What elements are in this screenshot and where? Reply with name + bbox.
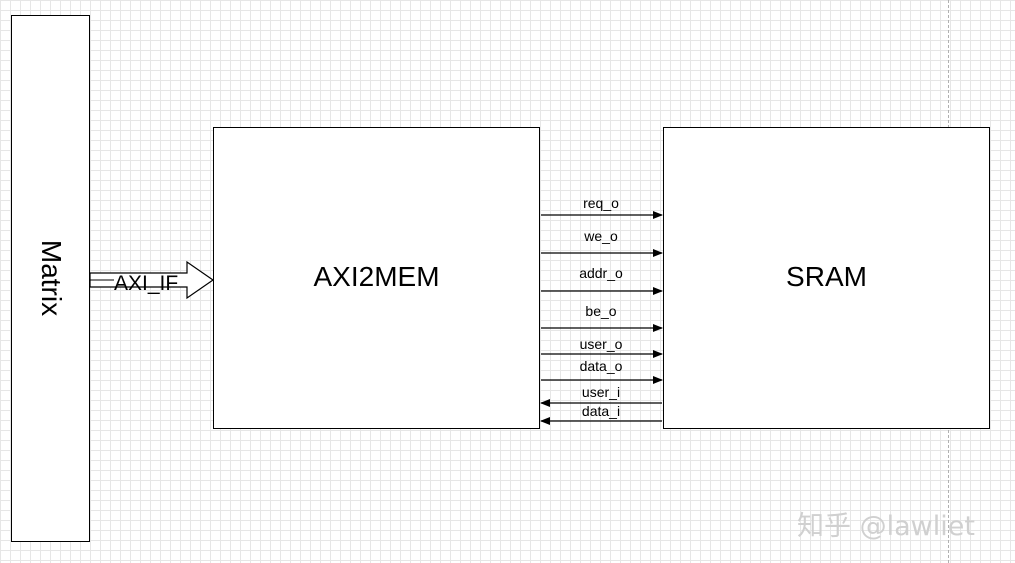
sram-label: SRAM	[786, 261, 867, 292]
signal-label-user-o: user_o	[579, 336, 623, 352]
sram-block[interactable]: SRAM	[663, 127, 990, 429]
axi-if-bus-arrow	[89, 260, 215, 300]
axi2mem-block[interactable]: AXI2MEM	[213, 127, 540, 429]
signal-label-user-i: user_i	[581, 384, 621, 400]
signal-label-be-o: be_o	[585, 303, 617, 319]
signal-label-req-o: req_o	[583, 195, 619, 211]
signal-label-addr-o: addr_o	[579, 265, 623, 281]
signal-label-we-o: we_o	[584, 228, 618, 244]
axi2mem-label: AXI2MEM	[313, 261, 440, 292]
axi-if-label: AXI_IF	[114, 272, 179, 295]
watermark-text: 知乎 @lawliet	[797, 511, 975, 542]
signal-label-data-i: data_i	[581, 403, 621, 419]
signal-label-data-o: data_o	[579, 358, 623, 374]
matrix-block[interactable]: Matrix	[11, 15, 90, 542]
